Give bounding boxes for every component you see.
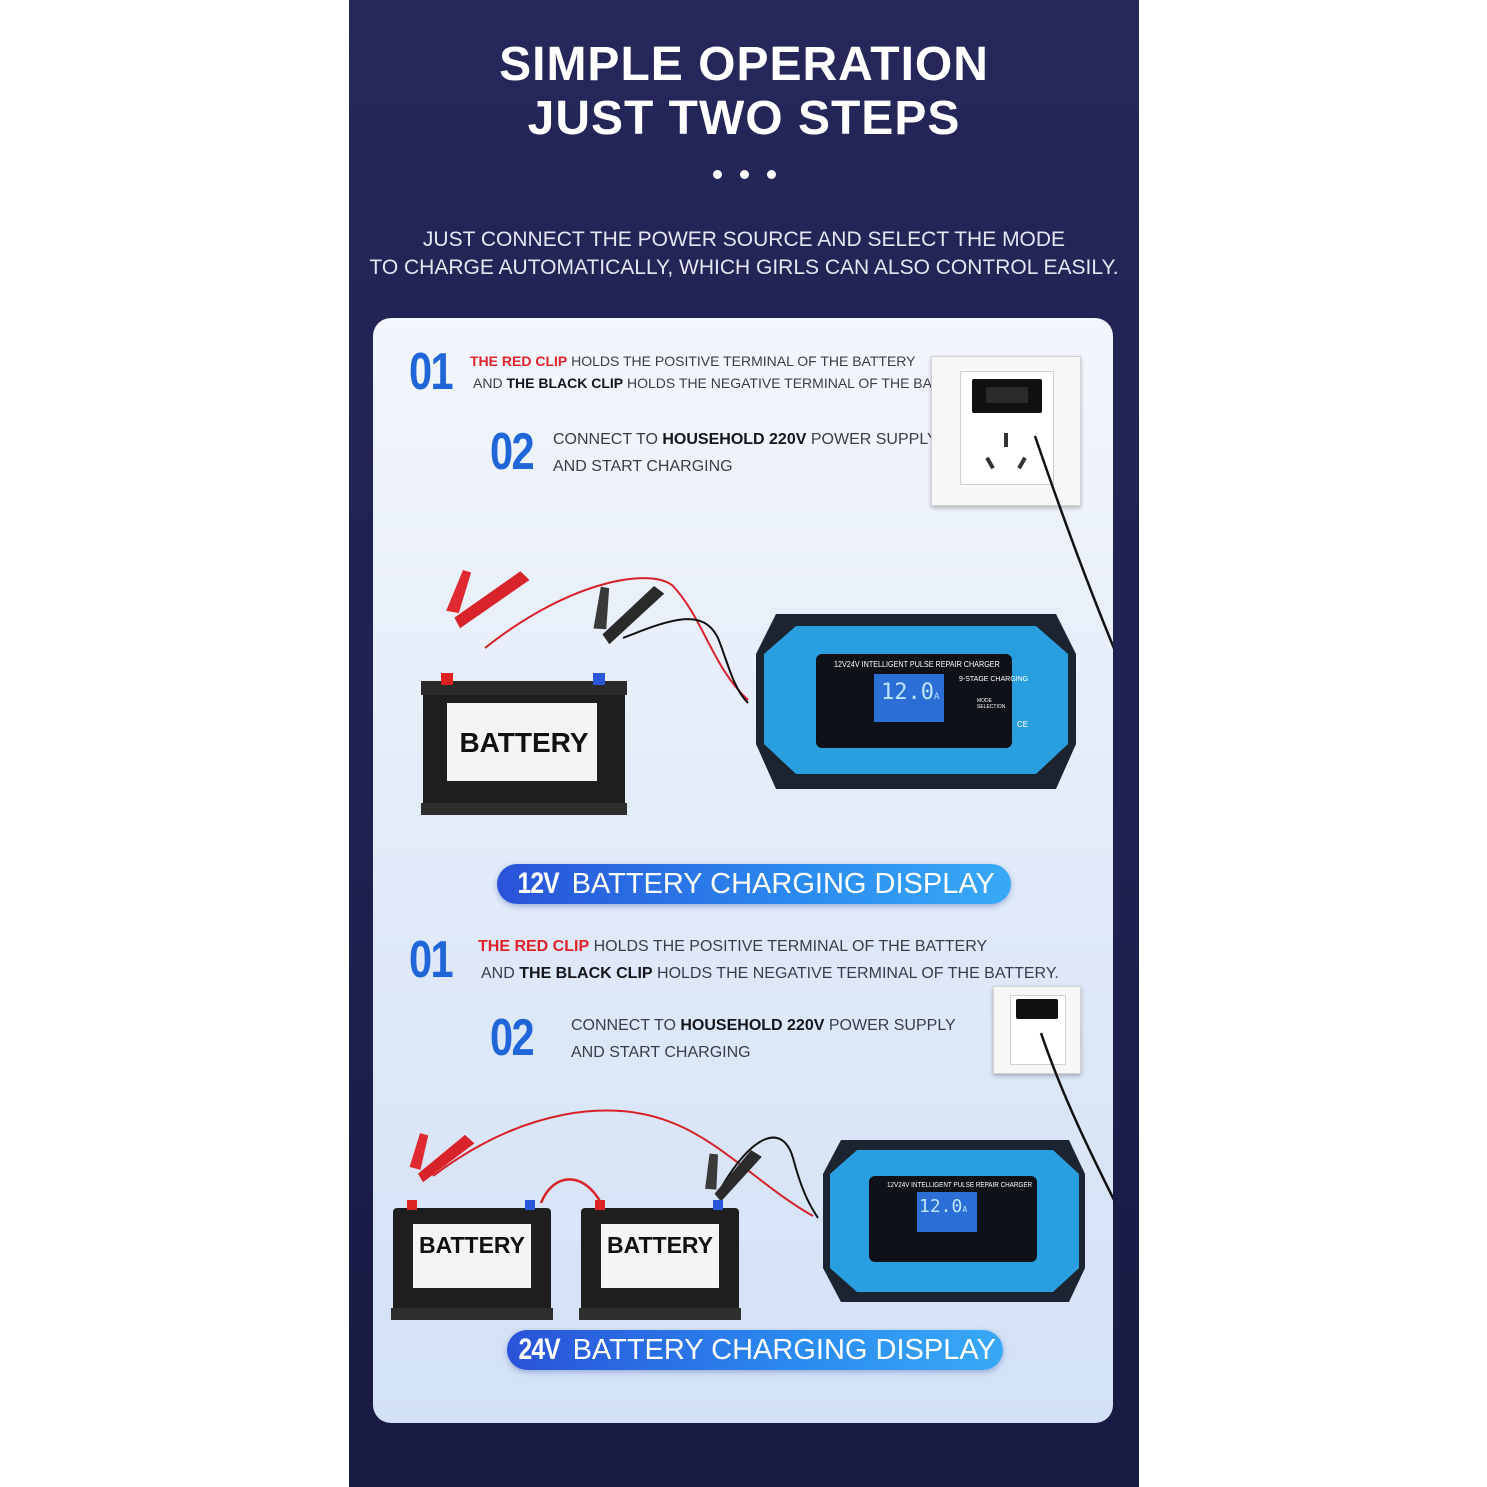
socket-switch <box>972 379 1042 413</box>
ce-mark: CE <box>1017 720 1029 729</box>
battery-label: BATTERY <box>459 727 589 758</box>
step-number-02: 02 <box>490 423 535 481</box>
charger-model-label: 12V24V INTELLIGENT PULSE REPAIR CHARGER <box>834 660 1000 669</box>
wall-socket-small <box>993 986 1081 1074</box>
step2-bold: HOUSEHOLD 220V <box>662 431 807 448</box>
bridge-cable <box>539 1178 603 1204</box>
black-clip-label-b: THE BLACK CLIP <box>519 965 653 982</box>
display-voltage-24v: 24V <box>518 1333 561 1366</box>
step2-pre: CONNECT TO <box>553 431 663 448</box>
black-cable <box>622 618 749 704</box>
step1-description-b: THE RED CLIP HOLDS THE POSITIVE TERMINAL… <box>478 933 1059 987</box>
battery-12v <box>421 673 627 815</box>
lcd-reading-b: 12.0A <box>919 1196 968 1217</box>
step2-description-b: CONNECT TO HOUSEHOLD 220V POWER SUPPLY A… <box>571 1012 956 1066</box>
display-pill-24v: 24V BATTERY CHARGING DISPLAY <box>507 1330 1003 1370</box>
red-cable <box>484 577 749 701</box>
step2-pre-b: CONNECT TO <box>571 1017 681 1034</box>
wiring-diagram-24v <box>391 1032 1113 1320</box>
headline: SIMPLE OPERATION JUST TWO STEPS <box>349 38 1139 146</box>
step1-text-b: HOLDS THE NEGATIVE TERMINAL OF THE BATTE… <box>623 375 979 391</box>
red-clip-label-b: THE RED CLIP <box>478 938 590 955</box>
step2-bold-b: HOUSEHOLD 220V <box>680 1017 825 1034</box>
wall-socket <box>931 356 1081 506</box>
display-text-12v: BATTERY CHARGING DISPLAY <box>563 868 995 900</box>
step1-text-a-b: HOLDS THE POSITIVE TERMINAL OF THE BATTE… <box>589 938 988 955</box>
intro-text: JUST CONNECT THE POWER SOURCE AND SELECT… <box>349 226 1139 282</box>
power-cord <box>1033 435 1113 650</box>
red-cable-b <box>432 1109 814 1217</box>
step-number-01-b: 01 <box>409 931 454 989</box>
display-text-24v: BATTERY CHARGING DISPLAY <box>564 1334 996 1366</box>
mode-selection-label: MODE SELECTION <box>977 698 1006 710</box>
charger-stage-label: 9-STAGE CHARGING <box>959 676 1029 683</box>
battery-b <box>579 1200 741 1320</box>
black-clip-label: THE BLACK CLIP <box>506 375 624 391</box>
charger-model-label-b: 12V24V INTELLIGENT PULSE REPAIR CHARGER <box>887 1182 1033 1189</box>
step2-line-2: AND START CHARGING <box>553 458 733 475</box>
step1-description: THE RED CLIP HOLDS THE POSITIVE TERMINAL… <box>470 350 979 394</box>
step-number-01: 01 <box>409 343 454 401</box>
lcd-reading: 12.0A <box>881 680 940 705</box>
display-voltage-12v: 12V <box>517 867 560 900</box>
charger-device-12v <box>756 614 1076 789</box>
step1-and-b: AND <box>481 965 520 982</box>
instruction-panel: 01 THE RED CLIP HOLDS THE POSITIVE TERMI… <box>373 318 1113 1423</box>
intro-line-1: JUST CONNECT THE POWER SOURCE AND SELECT… <box>422 228 1066 251</box>
step1-text-b-b: HOLDS THE NEGATIVE TERMINAL OF THE BATTE… <box>652 965 1059 982</box>
intro-line-2: TO CHARGE AUTOMATICALLY, WHICH GIRLS CAN… <box>369 256 1119 279</box>
power-cord-b <box>1039 1032 1113 1201</box>
red-clip-label: THE RED CLIP <box>470 353 568 369</box>
wiring-diagram-12v <box>421 435 1113 815</box>
step-number-02-b: 02 <box>490 1009 535 1067</box>
battery-a <box>391 1200 553 1320</box>
step1-and: AND <box>473 375 507 391</box>
step1-text-a: HOLDS THE POSITIVE TERMINAL OF THE BATTE… <box>567 353 916 369</box>
headline-line-1: SIMPLE OPERATION <box>499 38 989 91</box>
black-cable-b <box>720 1136 819 1219</box>
step2-description: CONNECT TO HOUSEHOLD 220V POWER SUPPLY A… <box>553 426 938 480</box>
battery-label-b: BATTERY <box>606 1232 714 1258</box>
battery-label-a: BATTERY <box>418 1232 526 1258</box>
red-clip-icon <box>446 570 530 629</box>
separator-dots <box>349 166 1139 184</box>
headline-line-2: JUST TWO STEPS <box>527 92 961 145</box>
display-pill-12v: 12V BATTERY CHARGING DISPLAY <box>497 864 1011 904</box>
step2-post-b: POWER SUPPLY <box>824 1017 956 1034</box>
red-clip-icon-b <box>409 1133 475 1183</box>
black-clip-icon <box>593 586 665 645</box>
step2-line-2-b: AND START CHARGING <box>571 1044 751 1061</box>
step2-post: POWER SUPPLY <box>806 431 938 448</box>
black-clip-icon-b <box>705 1150 762 1202</box>
charger-device-24v <box>823 1140 1085 1302</box>
